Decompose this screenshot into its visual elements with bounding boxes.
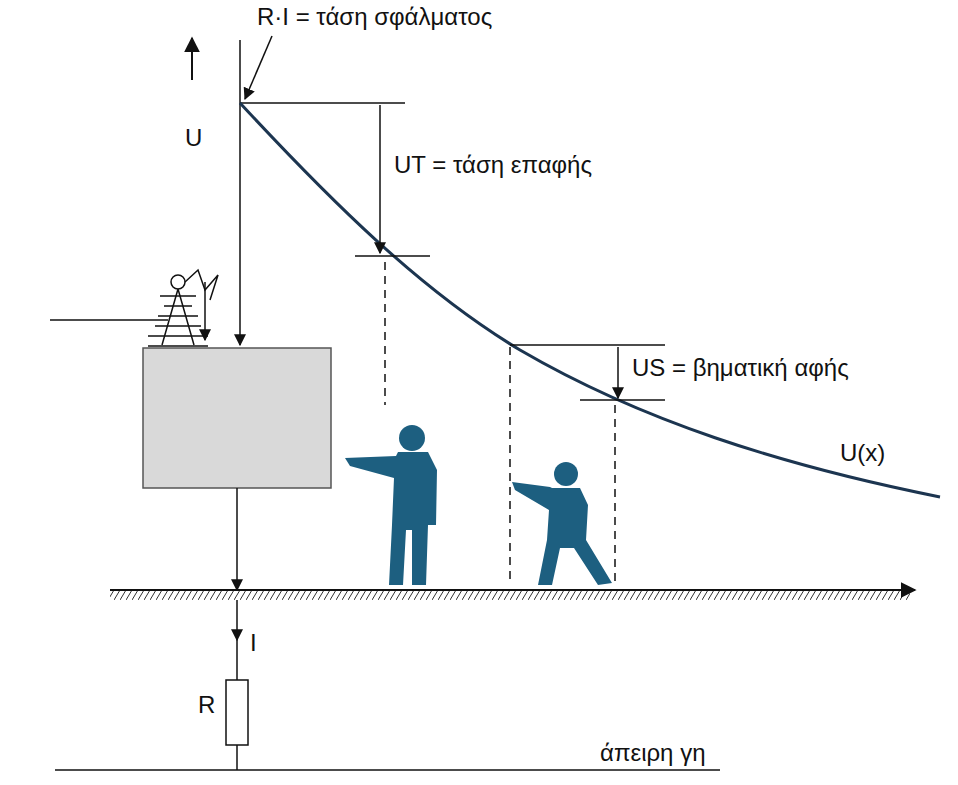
resistor-label: R: [196, 692, 217, 718]
tick: [510, 344, 665, 346]
overhead-line: [50, 270, 218, 346]
current-arrow: [236, 600, 238, 640]
wire: [236, 640, 238, 680]
leader-line: [245, 36, 272, 99]
step-voltage-label: US = βηματική αφής: [630, 355, 851, 381]
fault-arrow: [239, 300, 241, 345]
remote-earth-line: [55, 769, 720, 771]
current-arrow: [236, 488, 238, 590]
fault-axis: [239, 40, 241, 300]
current-label: I: [248, 630, 259, 656]
touch-voltage-arrow: [379, 105, 381, 253]
wire: [236, 745, 238, 770]
equipment-housing: [143, 348, 331, 488]
potential-curve: [240, 103, 940, 497]
fault-voltage-label: R·I = τάση σφάλματος: [255, 4, 494, 30]
ground-line: [110, 589, 915, 591]
tick: [580, 399, 665, 401]
person-touching: [345, 425, 437, 585]
axis-label: U: [183, 125, 204, 151]
ground-hatch: [110, 590, 910, 600]
person-stepping: [512, 462, 612, 585]
resistor-symbol: [226, 680, 248, 745]
axis-arrow: [191, 38, 193, 80]
step-voltage-arrow: [617, 347, 619, 398]
tick: [355, 255, 430, 257]
reference-line: [240, 102, 405, 104]
remote-earth-label: άπειρη γη: [598, 740, 707, 766]
touch-voltage-label: UT = τάση επαφής: [392, 152, 594, 178]
curve-label: U(x): [838, 440, 887, 466]
